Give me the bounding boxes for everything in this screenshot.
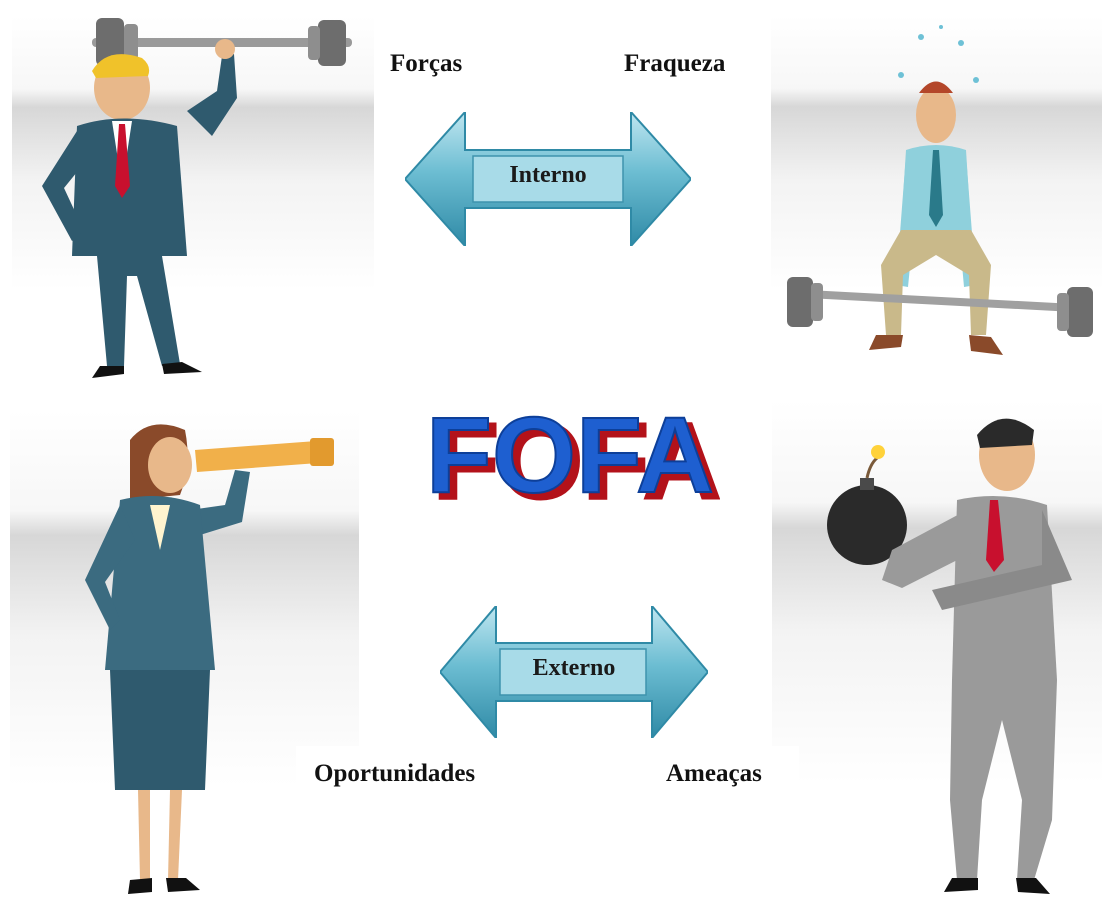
weak-man-illustration xyxy=(771,15,1102,382)
fofa-title-shadow: FOFA xyxy=(433,400,720,508)
worried-man-figure xyxy=(827,418,1072,894)
opportunities-label: Oportunidades xyxy=(314,760,476,787)
internal-label: Interno xyxy=(509,162,587,188)
man-holding-bomb-illustration xyxy=(772,400,1102,912)
weak-man-figure xyxy=(787,25,1093,355)
strengths-label: Forças xyxy=(390,50,463,77)
internal-double-arrow: Interno xyxy=(405,112,691,246)
threats-label: Ameaças xyxy=(666,760,762,787)
businesswoman-figure xyxy=(85,424,334,894)
opportunities-label-box xyxy=(296,746,509,798)
external-label: Externo xyxy=(532,655,616,681)
external-double-arrow: Externo xyxy=(440,606,708,738)
threats-label-box xyxy=(655,746,799,798)
fofa-title-text: FOFA xyxy=(426,398,714,508)
fofa-title: FOFA FOFA xyxy=(425,398,720,508)
double-arrow-icon xyxy=(440,606,708,738)
weaknesses-label: Fraqueza xyxy=(624,50,726,77)
double-arrow-icon xyxy=(405,112,691,246)
strong-businessman-illustration xyxy=(12,16,374,382)
strong-businessman-figure xyxy=(42,18,352,378)
businesswoman-telescope-illustration xyxy=(10,410,359,912)
